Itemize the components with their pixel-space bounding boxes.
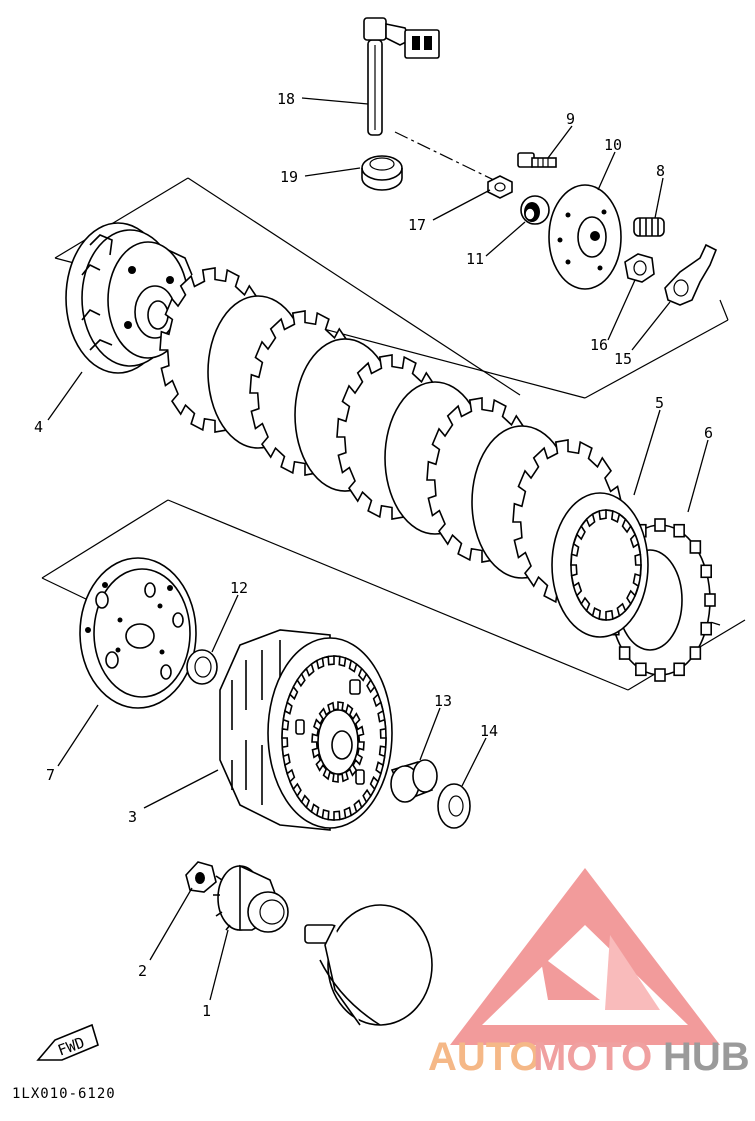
watermark-logo <box>450 868 720 1045</box>
washer-14 <box>437 783 471 829</box>
pressure-plate-10 <box>548 184 622 290</box>
callout-11: 11 <box>466 250 484 268</box>
plate-6-tab <box>654 518 666 532</box>
callout-15: 15 <box>614 350 632 368</box>
plate-5-teeth <box>570 509 642 621</box>
clutch-housing-3 <box>219 629 393 831</box>
callout-18: 18 <box>277 90 295 108</box>
spring-8 <box>633 217 665 237</box>
callout-5: 5 <box>655 394 664 412</box>
fwd-arrow: FWD <box>36 1023 99 1061</box>
plate-6-tab <box>654 668 666 682</box>
primary-gear-1 <box>213 864 289 933</box>
primary-plate-7 <box>79 557 197 709</box>
watermark-auto: AUTO <box>428 1035 541 1079</box>
callout-16: 16 <box>590 336 608 354</box>
callout-2: 2 <box>138 962 147 980</box>
nut-2 <box>185 861 217 893</box>
callout-14: 14 <box>480 722 498 740</box>
bearing-11 <box>520 195 550 225</box>
callout-10: 10 <box>604 136 622 154</box>
watermark-text: AUTO MOTO HUB <box>428 1035 750 1079</box>
lock-washer-15 <box>664 243 718 306</box>
watermark-moto: MOTO <box>533 1035 652 1079</box>
plate-6-tab <box>673 523 685 538</box>
collar-13 <box>390 759 438 803</box>
callout-6: 6 <box>704 424 713 442</box>
clutch-plates <box>159 267 624 605</box>
callout-labels: 18 19 9 10 8 17 11 16 15 4 5 6 12 7 13 1… <box>34 90 713 1020</box>
plate-6-tab <box>689 540 702 554</box>
diagram-code: 1LX010-6120 <box>12 1086 116 1102</box>
plate-6-tab <box>700 621 712 636</box>
leader-lines <box>47 97 709 1001</box>
nut-16 <box>624 253 655 283</box>
crankshaft-web <box>304 904 433 1026</box>
plate-6-tab <box>700 564 712 579</box>
plate-6-tab <box>673 662 685 677</box>
nut-17 <box>487 175 513 199</box>
callout-3: 3 <box>128 808 137 826</box>
clutch-boss-4 <box>65 222 193 374</box>
callout-4: 4 <box>34 418 43 436</box>
plate-6-tab <box>689 646 702 660</box>
callout-17: 17 <box>408 216 426 234</box>
plate-6-tab <box>635 662 647 677</box>
callout-1: 1 <box>202 1002 211 1020</box>
callout-8: 8 <box>656 162 665 180</box>
bolt-9 <box>517 152 557 168</box>
callout-12: 12 <box>230 579 248 597</box>
thrust-washer-12 <box>186 649 218 685</box>
plate-5 <box>551 492 649 638</box>
push-rod-18 <box>363 17 440 136</box>
callout-7: 7 <box>46 766 55 784</box>
bearing-19 <box>361 155 403 191</box>
plate-6-tab <box>618 646 631 660</box>
callout-9: 9 <box>566 110 575 128</box>
plate-6-tab <box>704 593 716 607</box>
callout-13: 13 <box>434 692 452 710</box>
callout-19: 19 <box>280 168 298 186</box>
watermark-hub: HUB <box>663 1035 750 1079</box>
